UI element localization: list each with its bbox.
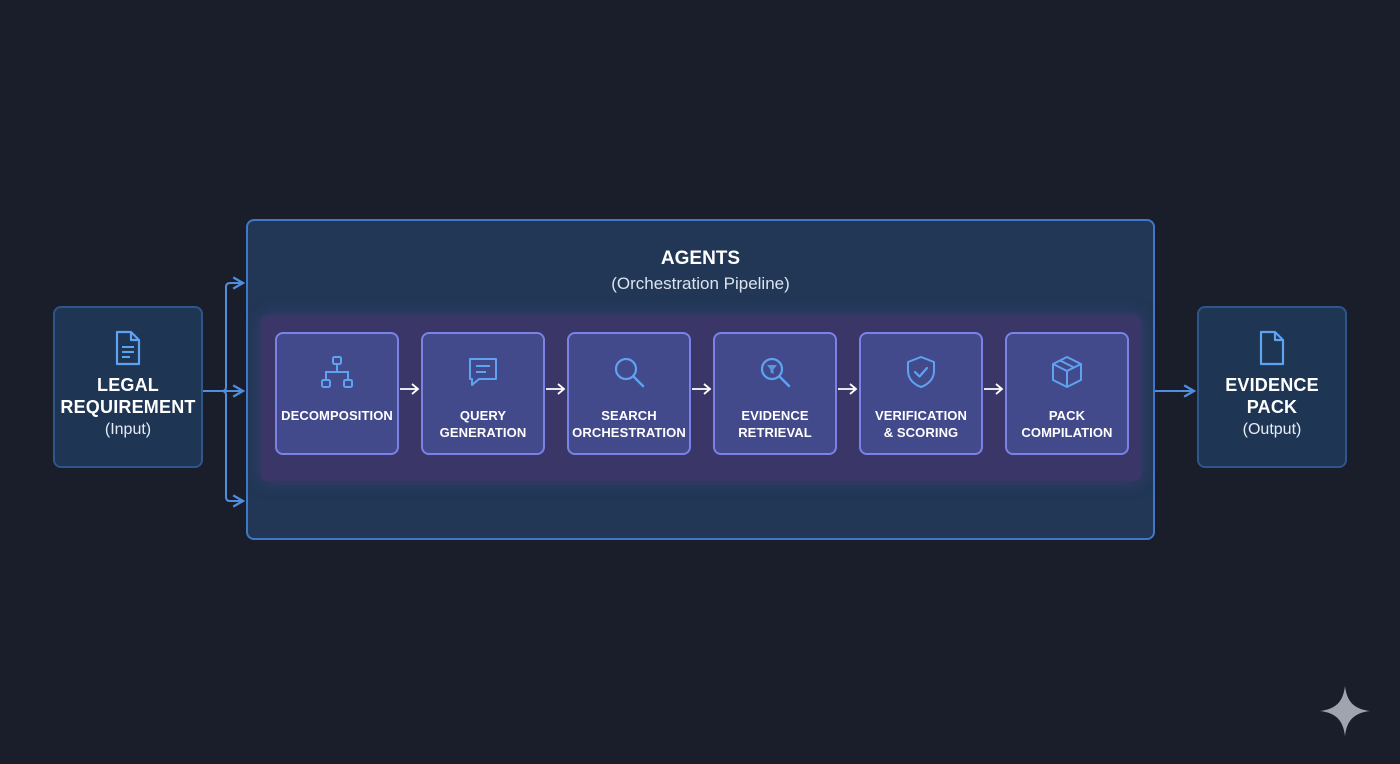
stage-label: SEARCH ORCHESTRATION <box>572 408 686 440</box>
stage-search-orchestration: SEARCH ORCHESTRATION <box>567 332 691 455</box>
package-icon <box>1052 356 1082 388</box>
evidence-pack-output-box: EVIDENCE PACK (Output) <box>1197 306 1347 468</box>
stage-evidence-retrieval: EVIDENCE RETRIEVAL <box>713 332 837 455</box>
arrow-right-icon <box>400 383 420 395</box>
input-title: LEGAL REQUIREMENT <box>60 375 196 417</box>
agents-panel: AGENTS (Orchestration Pipeline) DECOMPOS… <box>246 219 1155 540</box>
output-title: EVIDENCE PACK <box>1225 375 1319 417</box>
stage-pack-compilation: PACK COMPILATION <box>1005 332 1129 455</box>
input-connector-lower <box>221 390 246 508</box>
search-icon <box>614 357 645 388</box>
stage-label: EVIDENCE RETRIEVAL <box>738 408 812 440</box>
arrow-right-icon <box>692 383 712 395</box>
stage-label: VERIFICATION & SCORING <box>875 408 967 440</box>
pipeline-band <box>261 315 1141 481</box>
arrow-right-icon <box>838 383 858 395</box>
document-icon <box>1259 330 1285 366</box>
hierarchy-icon <box>321 356 353 388</box>
stage-decomposition: DECOMPOSITION <box>275 332 399 455</box>
agents-subtitle: (Orchestration Pipeline) <box>611 274 790 293</box>
document-icon <box>115 330 141 366</box>
stage-label: QUERY GENERATION <box>439 408 527 440</box>
chat-icon <box>469 358 497 386</box>
agents-title: AGENTS <box>660 248 741 269</box>
filter-search-icon <box>760 357 791 388</box>
output-subtitle: (Output) <box>1242 421 1302 438</box>
stage-query-generation: QUERY GENERATION <box>421 332 545 455</box>
stage-verification-scoring: VERIFICATION & SCORING <box>859 332 983 455</box>
arrow-right-icon <box>984 383 1004 395</box>
input-subtitle: (Input) <box>104 421 152 438</box>
input-connector-upper <box>214 276 246 392</box>
arrow-right-icon <box>546 383 566 395</box>
shield-check-icon <box>907 356 935 388</box>
sparkle-icon <box>1320 686 1370 736</box>
stage-label: DECOMPOSITION <box>281 408 393 423</box>
legal-requirement-input-box: LEGAL REQUIREMENT (Input) <box>53 306 203 468</box>
stage-label: PACK COMPILATION <box>1021 408 1113 440</box>
